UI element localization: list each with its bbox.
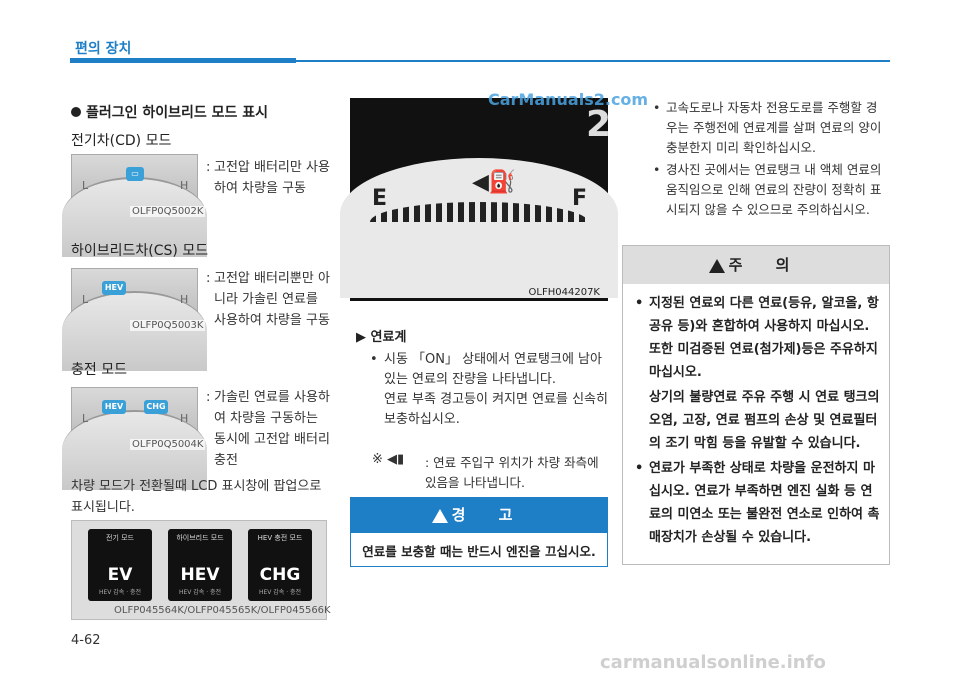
fuel-bullet-text: 시동 「ON」 상태에서 연료탱크에 남아 있는 연료의 잔량을 나타냅니다. xyxy=(384,352,602,387)
bullet-dot-icon xyxy=(71,107,81,117)
bullet-dot-icon: • xyxy=(653,100,661,115)
ev-gauge-image: L H ▭ OLFP0Q5002K xyxy=(62,154,207,257)
charge-image-caption: OLFP0Q5004K xyxy=(130,439,206,450)
hybrid-description-text: 고전압 배터리뿐만 아니라 가솔린 연료를 사용하여 차량을 구동 xyxy=(214,271,330,328)
bullet-dot-icon: • xyxy=(653,162,661,177)
lcd-image: 전기 모드 EV HEV 감속 · 충전 하이브리드 모드 HEV HEV 감속… xyxy=(71,520,331,620)
warning-header: 경 고 xyxy=(351,498,607,533)
caution-header: 주 의 xyxy=(623,246,889,284)
main-heading-text: 플러그인 하이브리드 모드 표시 xyxy=(86,105,269,121)
lcd-ev: 전기 모드 EV HEV 감속 · 충전 xyxy=(88,529,152,601)
battery-indicator-icon: ▭ xyxy=(126,167,144,181)
lcd-sub: HEV 감속 · 충전 xyxy=(178,589,222,596)
gauge-e-label: E xyxy=(372,186,388,211)
lcd-mode: HEV xyxy=(180,565,220,585)
gauge-face xyxy=(340,158,618,298)
lcd-title: 하이브리드 모드 xyxy=(176,534,224,542)
fuel-door-icon: ◀▮ xyxy=(387,452,405,467)
caution-item-1: • 지정된 연료외 다른 연료(등유, 알코올, 항공유 등)와 혼합하여 사용하… xyxy=(635,292,881,384)
bullet-dot-icon: • xyxy=(370,352,378,367)
warning-text: 연료를 보충할 때는 반드시 엔진을 끄십시오. xyxy=(362,544,596,559)
hybrid-gauge-image: L H HEV OLFP0Q5003K xyxy=(62,268,207,371)
caution-box: 주 의 • 지정된 연료외 다른 연료(등유, 알코올, 항공유 등)와 혼합하여… xyxy=(622,245,890,565)
lcd-title: 전기 모드 xyxy=(106,534,134,542)
lcd-hev: 하이브리드 모드 HEV HEV 감속 · 충전 xyxy=(168,529,232,601)
charge-description-text: 가솔린 연료를 사용하여 차량을 구동하는 동시에 고전압 배터리 충전 xyxy=(214,390,330,468)
ev-description: :고전압 배터리만 사용하여 차량을 구동 xyxy=(206,160,330,196)
lcd-caption: OLFP045564K/OLFP045565K/OLFP045566K xyxy=(114,605,331,616)
footer-watermark: carmanualsonline.info xyxy=(600,652,826,673)
fuel-gauge-caption: OLFH044207K xyxy=(528,287,600,298)
gauge-h-label: H xyxy=(180,293,189,306)
lcd-sub: HEV 감속 · 충전 xyxy=(98,589,142,596)
header-bar-thick xyxy=(70,58,296,63)
ev-description-text: 고전압 배터리만 사용하여 차량을 구동 xyxy=(214,160,330,196)
right-bullet-2-text: 경사진 곳에서는 연료탱크 내 액체 연료의 움직임으로 인해 연료의 잔량이 … xyxy=(666,162,882,217)
gauge-arc xyxy=(62,410,207,490)
caution-item-1b: 상기의 불량연료 주유 주행 시 연료 탱크의 오염, 고장, 연료 펌프의 손… xyxy=(649,390,880,451)
hybrid-heading: 하이브리드차(CS) 모드 xyxy=(71,243,209,259)
gauge-h-label: H xyxy=(180,412,189,425)
fuel-heading: ▶ 연료계 xyxy=(356,330,407,345)
caution-icon xyxy=(708,258,725,273)
right-bullet-2: • 경사진 곳에서는 연료탱크 내 액체 연료의 움직임으로 인해 연료의 잔량이… xyxy=(653,160,888,220)
gauge-ticks xyxy=(370,202,588,222)
caution-item-1-text: 지정된 연료외 다른 연료(등유, 알코올, 항공유 등)와 혼합하여 사용하지… xyxy=(649,296,879,380)
warning-title: 경 고 xyxy=(451,506,527,524)
note-symbol: ※ xyxy=(372,452,383,467)
fuel-gauge-image: 2 E F ◀⛽ OLFH044207K xyxy=(340,98,618,301)
hybrid-image-caption: OLFP0Q5003K xyxy=(130,320,206,331)
lcd-chg: HEV 충전 모드 CHG HEV 감속 · 충전 xyxy=(248,529,312,601)
charge-heading: 충전 모드 xyxy=(71,362,127,378)
hybrid-description: :고전압 배터리뿐만 아니라 가솔린 연료를 사용하여 차량을 구동 xyxy=(206,271,330,328)
gauge-arc xyxy=(62,291,207,371)
page-number: 4-62 xyxy=(71,633,101,648)
lcd-title: HEV 충전 모드 xyxy=(257,534,303,542)
section-title: 편의 장치 xyxy=(75,41,132,57)
charge-description: :가솔린 연료를 사용하여 차량을 구동하는 동시에 고전압 배터리 충전 xyxy=(206,390,330,468)
caution-body: • 지정된 연료외 다른 연료(등유, 알코올, 항공유 등)와 혼합하여 사용하… xyxy=(623,284,889,549)
bullet-dot-icon: • xyxy=(635,461,644,476)
note-text: : 연료 주입구 위치가 차량 좌측에 있음을 나타냅니다. xyxy=(425,455,599,490)
fuel-bullet-text-2: 연료 부족 경고등이 켜지면 연료를 신속히 보충하십시오. xyxy=(384,392,608,427)
fuel-bullet: • 시동 「ON」 상태에서 연료탱크에 남아 있는 연료의 잔량을 나타냅니다.… xyxy=(370,350,610,430)
hev-indicator: HEV xyxy=(102,400,126,414)
watermark: CarManuals2.com xyxy=(488,90,649,109)
charge-gauge-image: L H HEV CHG OLFP0Q5004K xyxy=(62,387,207,490)
lcd-mode: EV xyxy=(107,565,133,585)
header-bar-thin xyxy=(296,60,890,62)
caution-item-2-text: 연료가 부족한 상태로 차량을 운전하지 마십시오. 연료가 부족하면 엔진 실… xyxy=(649,461,880,545)
fuel-pump-icon: ◀⛽ xyxy=(472,170,517,195)
chg-indicator: CHG xyxy=(144,400,168,414)
note-mark: ※ ◀▮ xyxy=(372,452,404,467)
main-heading: 플러그인 하이브리드 모드 표시 xyxy=(71,102,268,122)
right-bullet-1-text: 고속도로나 자동차 전용도로를 주행할 경우는 주행전에 연료계를 살펴 연료의… xyxy=(666,100,882,155)
popup-text: 차량 모드가 전환될때 LCD 표시창에 팝업으로 표시됩니다. xyxy=(71,479,322,515)
fuel-heading-text: 연료계 xyxy=(370,330,407,345)
lcd-sub: HEV 감속 · 충전 xyxy=(258,589,302,596)
caution-item-2: • 연료가 부족한 상태로 차량을 운전하지 마십시오. 연료가 부족하면 엔진 … xyxy=(635,457,881,549)
gauge-l-label: L xyxy=(82,293,89,306)
gauge-number: 2 xyxy=(586,104,612,145)
gauge-l-label: L xyxy=(82,412,89,425)
right-bullet-1: • 고속도로나 자동차 전용도로를 주행할 경우는 주행전에 연료계를 살펴 연료… xyxy=(653,98,888,158)
gauge-l-label: L xyxy=(82,179,89,192)
hev-indicator: HEV xyxy=(102,281,126,295)
lcd-mode: CHG xyxy=(259,565,301,585)
gauge-f-label: F xyxy=(572,186,588,211)
ev-heading: 전기차(CD) 모드 xyxy=(71,133,172,149)
caution-title: 주 의 xyxy=(728,256,804,274)
ev-image-caption: OLFP0Q5002K xyxy=(130,206,206,217)
gauge-h-label: H xyxy=(180,179,189,192)
warning-icon xyxy=(431,508,448,523)
warning-box: 경 고 연료를 보충할 때는 반드시 엔진을 끄십시오. xyxy=(350,497,608,567)
bullet-dot-icon: • xyxy=(635,296,644,311)
